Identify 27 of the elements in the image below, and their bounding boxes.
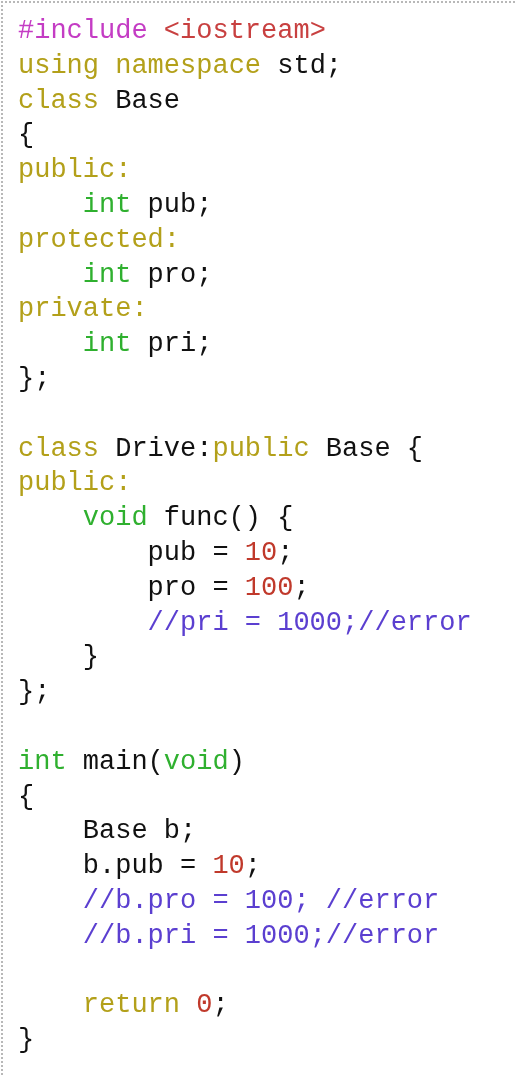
- code-line: pub = 10;: [147, 537, 294, 569]
- code-line: }: [82, 641, 99, 674]
- code-line: #include <iostream>: [18, 15, 326, 47]
- code-line: int main(void): [18, 745, 245, 778]
- code-line: pro = 100;: [147, 571, 310, 604]
- code-line: int pri;: [82, 328, 213, 361]
- code-line: //b.pro = 100; //error: [82, 885, 440, 917]
- code-line: }: [18, 1024, 35, 1057]
- code-line: class Base: [18, 84, 181, 117]
- code-line: int pub;: [82, 189, 213, 221]
- code-line: public:: [18, 467, 132, 500]
- code-line: {: [18, 119, 35, 152]
- code-line: public:: [18, 154, 132, 187]
- code-line: int pro;: [82, 258, 213, 291]
- code-line: b.pub = 10;: [82, 850, 262, 883]
- code-line: Base b;: [82, 815, 197, 848]
- code-line: //pri = 1000;//error: [147, 606, 472, 639]
- code-line: private:: [18, 293, 148, 326]
- code-line: //b.pri = 1000;//error: [82, 919, 440, 952]
- code-line: return 0;: [82, 989, 229, 1022]
- code-line: {: [18, 780, 35, 813]
- code-line: protected:: [18, 223, 181, 256]
- code-line: class Drive:public Base {: [18, 432, 424, 465]
- code-line: using namespace std;: [18, 49, 343, 82]
- code-line: };: [18, 363, 51, 395]
- code-line: };: [18, 676, 51, 709]
- code-line: void func() {: [82, 502, 294, 535]
